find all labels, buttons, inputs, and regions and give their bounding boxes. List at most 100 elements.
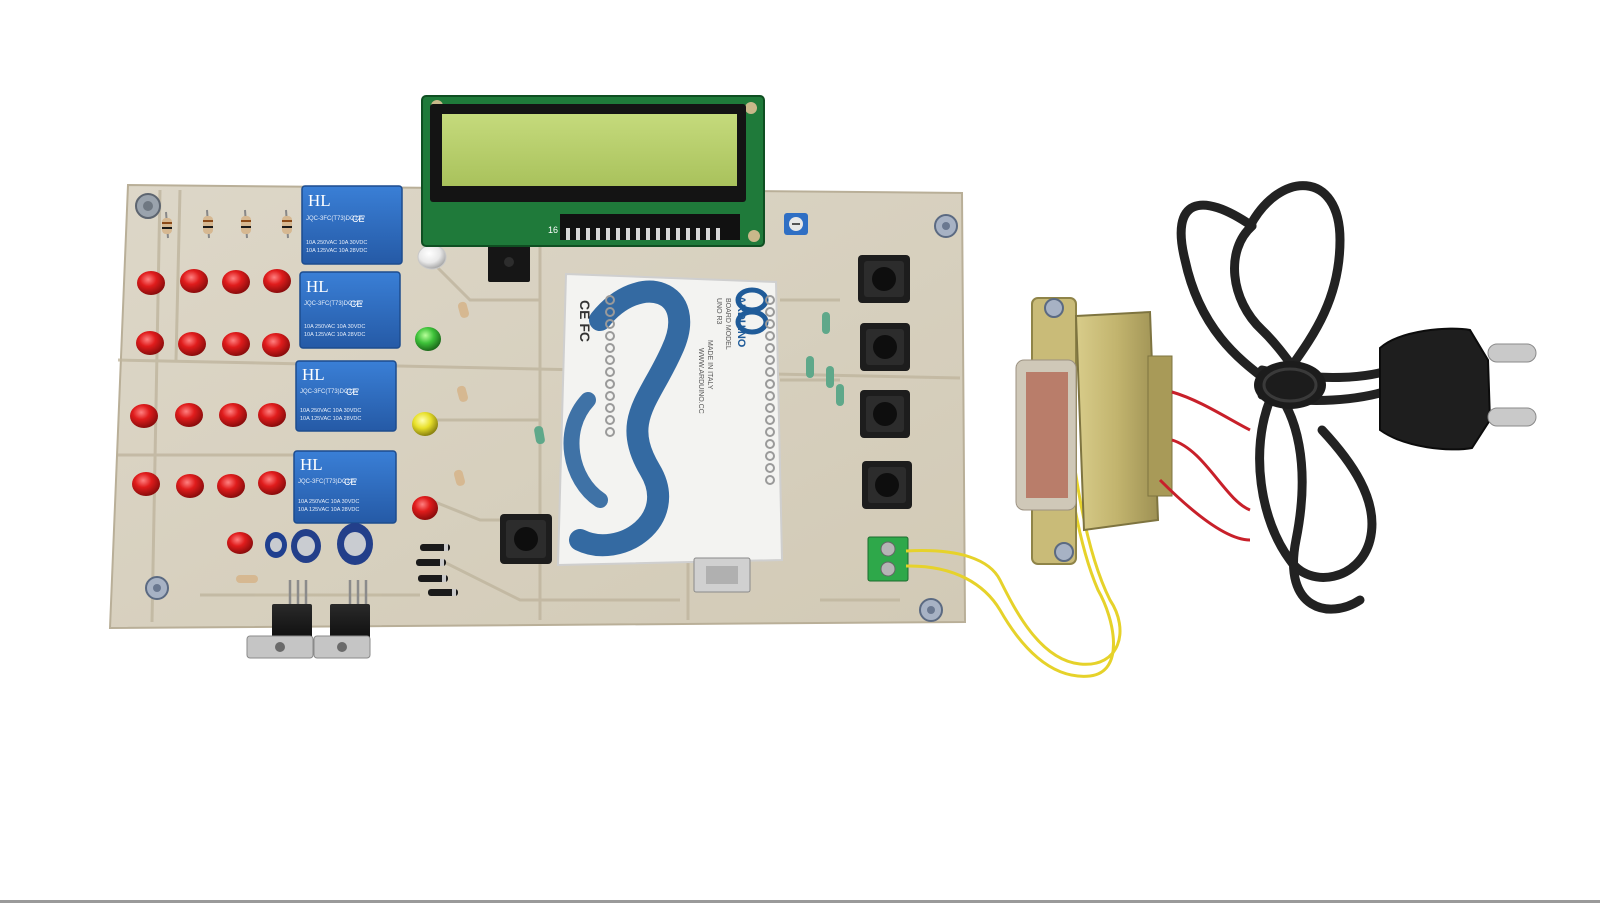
capacitor [337, 523, 373, 565]
ic-chip [488, 242, 530, 282]
relay-brand: HL [302, 365, 325, 384]
power-plug [1379, 327, 1537, 451]
svg-text:BOARD MODEL: BOARD MODEL [724, 298, 731, 350]
red-led [222, 332, 250, 356]
transformer [1015, 297, 1251, 565]
svg-text:10A 125VAC 10A 28VDC: 10A 125VAC 10A 28VDC [306, 248, 367, 254]
svg-text:CE: CE [352, 214, 365, 224]
red-led [227, 532, 253, 554]
voltage-regulator [313, 580, 371, 659]
red-led [258, 403, 286, 427]
main-pcb: HL JQC-3FC(T73)DC12V 10A 250VAC 10A 30VD… [108, 183, 967, 659]
svg-text:10A 250VAC 10A 30VDC: 10A 250VAC 10A 30VDC [306, 240, 367, 246]
svg-text:CE: CE [344, 477, 357, 487]
svg-text:UNO R3: UNO R3 [715, 298, 722, 325]
resistor [457, 301, 470, 318]
resistor [806, 356, 814, 378]
diode [416, 559, 446, 566]
resistor [236, 575, 258, 583]
lcd-pin-header [566, 228, 720, 240]
relay-brand: HL [308, 191, 331, 210]
resistor [203, 209, 213, 239]
red-led [217, 474, 245, 498]
relay-brand: HL [300, 455, 323, 474]
usb-connector [693, 557, 751, 593]
resistor [282, 209, 292, 239]
diode [428, 589, 458, 596]
svg-text:CE FC: CE FC [577, 300, 593, 342]
resistor [162, 211, 172, 239]
svg-text:10A 125VAC 10A 28VDC: 10A 125VAC 10A 28VDC [300, 416, 361, 422]
resistor [534, 426, 545, 445]
red-led [180, 269, 208, 293]
svg-text:JQC-3FC(T73)DC12V: JQC-3FC(T73)DC12V [298, 479, 357, 485]
arduino-header-pins [605, 295, 775, 485]
svg-text:16: 16 [548, 225, 558, 235]
terminal-block [867, 536, 909, 582]
svg-text:10A 250VAC 10A 30VDC: 10A 250VAC 10A 30VDC [304, 324, 365, 330]
red-led [262, 333, 290, 357]
svg-text:10A 250VAC 10A 30VDC: 10A 250VAC 10A 30VDC [298, 499, 359, 505]
lcd-screen [442, 114, 737, 186]
red-wires [1158, 390, 1251, 542]
capacitor [265, 532, 287, 558]
push-button[interactable] [860, 323, 910, 371]
diode [418, 575, 448, 582]
diode [420, 544, 450, 551]
push-button[interactable] [860, 390, 910, 438]
capacitor [291, 529, 321, 563]
push-button[interactable] [862, 461, 912, 509]
resistor [836, 384, 844, 406]
relay-brand: HL [306, 277, 329, 296]
mounting-screw [145, 576, 169, 600]
red-led [258, 471, 286, 495]
relay: HL JQC-3FC(T73)DC12V 10A 250VAC 10A 30VD… [301, 185, 403, 265]
arduino-logo-text: ARDUINO [735, 296, 747, 348]
svg-text:10A 125VAC 10A 28VDC: 10A 125VAC 10A 28VDC [304, 332, 365, 338]
red-led [263, 269, 291, 293]
resistor [453, 469, 466, 486]
resistor [241, 209, 251, 239]
svg-text:WWW.ARDUINO.CC: WWW.ARDUINO.CC [697, 348, 704, 414]
white-led [417, 244, 447, 270]
red-led [137, 271, 165, 295]
relay: HL JQC-3FC(T73)DC12V 10A 250VAC 10A 30VD… [295, 360, 397, 432]
svg-text:JQC-3FC(T73)DC12V: JQC-3FC(T73)DC12V [306, 216, 365, 222]
red-led [222, 270, 250, 294]
voltage-regulator [246, 580, 314, 659]
svg-text:CE: CE [346, 387, 359, 397]
push-button[interactable] [858, 255, 910, 303]
svg-text:10A 125VAC 10A 28VDC: 10A 125VAC 10A 28VDC [298, 507, 359, 513]
resistor [456, 385, 469, 402]
relay: HL JQC-3FC(T73)DC12V 10A 250VAC 10A 30VD… [293, 450, 397, 524]
potentiometer[interactable] [784, 213, 808, 235]
resistor [822, 312, 830, 334]
lcd-module: 16 [421, 95, 765, 247]
mounting-screw [919, 598, 943, 622]
red-led [176, 474, 204, 498]
red-led [175, 403, 203, 427]
svg-text:JQC-3FC(T73)DC12V: JQC-3FC(T73)DC12V [300, 389, 359, 395]
red-led [136, 331, 164, 355]
led-matrix [130, 269, 291, 498]
bottom-edge-line [0, 900, 1600, 903]
green-led [415, 327, 441, 351]
red-led [178, 332, 206, 356]
push-button[interactable] [500, 514, 552, 564]
svg-text:JQC-3FC(T73)DC12V: JQC-3FC(T73)DC12V [304, 301, 363, 307]
relay: HL JQC-3FC(T73)DC12V 10A 250VAC 10A 30VD… [299, 271, 401, 349]
yellow-led [412, 412, 438, 436]
red-led [219, 403, 247, 427]
red-led [412, 496, 438, 520]
red-led [132, 472, 160, 496]
mounting-screw [934, 214, 958, 238]
mounting-screw [135, 193, 161, 219]
red-led [130, 404, 158, 428]
svg-text:MADE IN ITALY: MADE IN ITALY [706, 340, 713, 390]
svg-text:CE: CE [350, 299, 363, 309]
resistor [826, 366, 834, 388]
cord-coil-wrap [1254, 361, 1326, 409]
svg-text:10A 250VAC 10A 30VDC: 10A 250VAC 10A 30VDC [300, 408, 361, 414]
